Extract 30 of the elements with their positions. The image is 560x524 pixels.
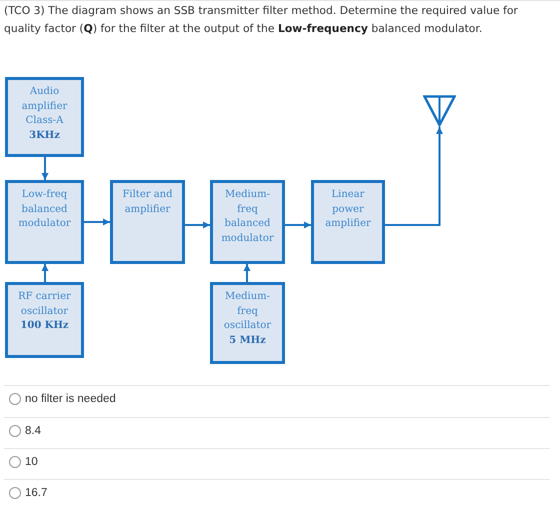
question-text: (TCO 3) The diagram shows an SSB transmitter filter method. Determine the required value for quality factor (Q) for the filter at the output of the Low-frequency balanced modulator. [4, 3, 519, 37]
block-label: RF carrier oscillator [17, 290, 72, 318]
arrow [84, 218, 110, 226]
block-box [210, 282, 285, 364]
block-label: Medium-freq balanced modulator [220, 188, 275, 246]
block-label: Audio amplifier Class-A [20, 85, 68, 128]
arrow [385, 127, 443, 226]
arrow [42, 157, 48, 180]
block-box [5, 282, 84, 358]
block-box [110, 180, 185, 264]
arrow [285, 222, 311, 228]
block-box [5, 77, 84, 157]
block-label: Linear power amplifier [324, 188, 372, 231]
answer-option: 10 [25, 455, 38, 469]
arrow [42, 264, 48, 282]
answer-option: 8.4 [25, 424, 41, 438]
answer-option: no filter is needed [25, 392, 116, 406]
answer-option: 16.7 [25, 486, 48, 500]
block-box [5, 180, 84, 264]
block-label: Medium-freq oscillator [222, 290, 272, 333]
block-box [210, 180, 285, 264]
antenna-icon [423, 95, 456, 127]
frequency-label: 3KHz [29, 128, 60, 142]
block-box [311, 180, 385, 264]
block-label: Low-freq balanced modulator [17, 188, 72, 231]
block-label: Filter and amplifier [121, 188, 174, 216]
arrow [185, 222, 210, 228]
arrow [244, 264, 250, 282]
frequency-label: 100 KHz [20, 319, 69, 333]
frequency-label: 5 MHz [229, 334, 266, 348]
